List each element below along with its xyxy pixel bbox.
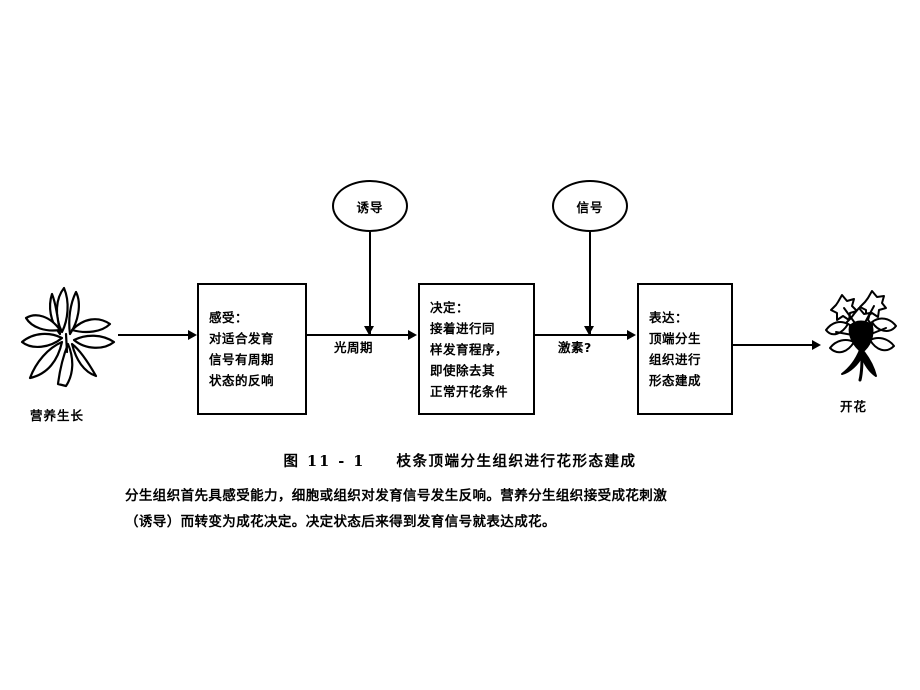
arrowhead-induction-to-photoperiod [364, 326, 374, 335]
box-decide-line-3: 样发育程序， [430, 341, 509, 357]
box-express-line-2: 顶端分生 [649, 331, 702, 346]
process-box-perceive[interactable]: 感受： 对适合发育 信号有周期 状态的反响 [197, 283, 307, 415]
ellipse-induction[interactable]: 诱导 [332, 180, 408, 232]
arrowhead-decide-to-express [627, 330, 636, 340]
arrow-perceive-to-decide [307, 334, 409, 336]
arrowhead-plant-to-perceive [188, 330, 197, 340]
figure-body-text: 分生组织首先具感受能力，细胞或组织对发育信号发生反响。营养分生组织接受成花刺激 … [125, 483, 815, 535]
ellipse-signal[interactable]: 信号 [552, 180, 628, 232]
box-decide-line-2: 接着进行同 [430, 320, 496, 336]
arrow-express-to-flowering [733, 344, 813, 346]
box-perceive-line-1: 感受： [209, 310, 249, 325]
arrow-plant-to-perceive [118, 334, 190, 336]
body-text-line-1: 分生组织首先具感受能力，细胞或组织对发育信号发生反响。营养分生组织接受成花刺激 [125, 488, 668, 504]
flowering-label: 开花 [840, 399, 868, 414]
box-perceive-line-3: 信号有周期 [209, 352, 275, 367]
arrow-decide-to-express [535, 334, 629, 336]
body-text-line-2: （诱导）而转变为成花决定。决定状态后来得到发育信号就表达成花。 [125, 514, 556, 530]
vegetative-growth-label: 营养生长 [30, 408, 85, 423]
arrow-label-photoperiod: 光周期 [332, 337, 376, 356]
arrowhead-perceive-to-decide [408, 330, 417, 340]
box-perceive-line-4: 状态的反响 [209, 373, 275, 388]
figure-caption: 图 11 - 1 枝条顶端分生组织进行花形态建成 [0, 450, 920, 471]
box-perceive-line-2: 对适合发育 [209, 331, 275, 346]
arrowhead-signal-to-hormone [584, 326, 594, 335]
figure-number: 图 11 - 1 [283, 453, 366, 470]
box-express-line-4: 形态建成 [649, 373, 702, 388]
lily-plant-icon [18, 280, 118, 404]
box-decide-line-5: 正常开花条件 [430, 383, 509, 399]
box-express-line-1: 表达： [649, 310, 689, 325]
arrow-induction-to-photoperiod [369, 232, 371, 334]
flowering-plant-icon [820, 288, 904, 402]
arrow-signal-to-hormone [589, 232, 591, 334]
box-decide-line-4: 即使除去其 [430, 362, 496, 378]
box-express-line-3: 组织进行 [649, 352, 702, 367]
figure-title: 枝条顶端分生组织进行花形态建成 [396, 453, 637, 470]
arrow-label-hormone: 激素? [556, 337, 594, 356]
box-decide-line-1: 决定： [430, 299, 470, 315]
arrowhead-express-to-flowering [812, 340, 821, 350]
process-box-express[interactable]: 表达： 顶端分生 组织进行 形态建成 [637, 283, 733, 415]
process-box-decide[interactable]: 决定： 接着进行同 样发育程序， 即使除去其 正常开花条件 [418, 283, 535, 415]
